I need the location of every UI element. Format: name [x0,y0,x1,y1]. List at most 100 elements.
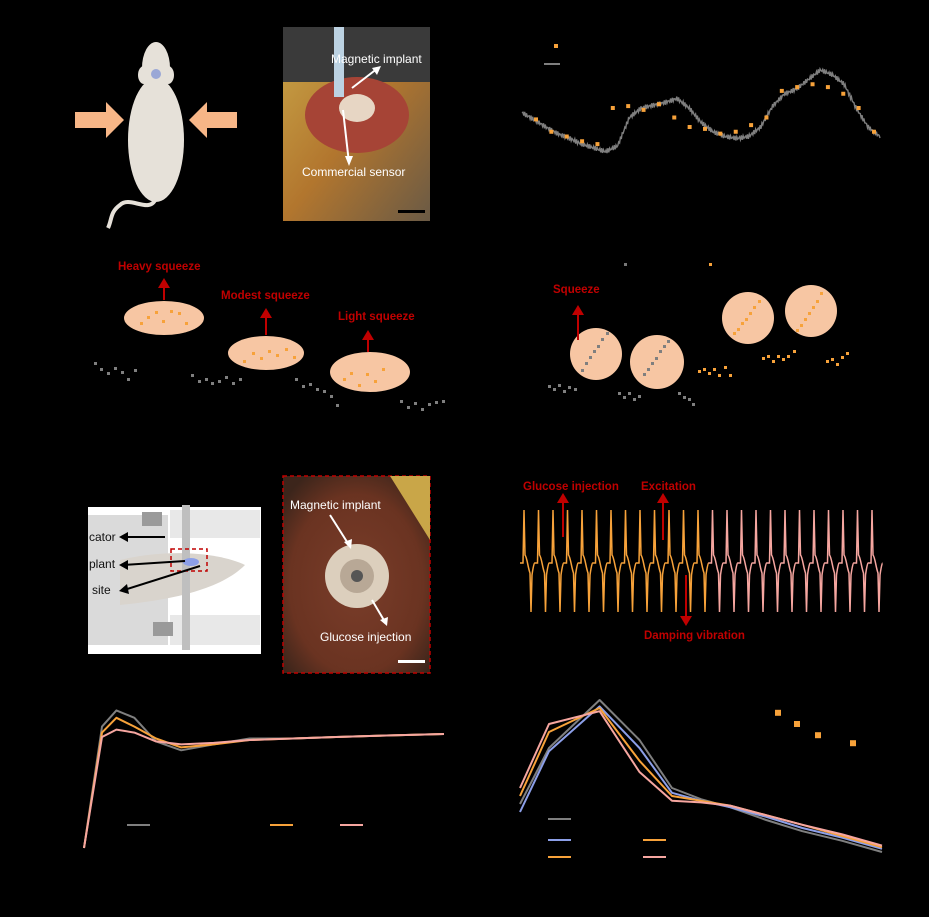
data-point-orange [610,106,615,110]
series-line-pink [83,728,445,849]
data-point-gray [302,385,305,388]
data-point-orange [708,372,711,375]
oscillation-cycle [824,509,840,613]
oscillation-cycle [592,509,608,613]
data-point-orange [779,88,784,93]
data-point-orange [795,85,800,90]
label-excitation: Excitation [641,481,696,493]
squeeze-arrow-left [75,102,124,138]
data-point-gray [628,392,631,395]
label-modest-squeeze: Modest squeeze [221,290,310,302]
data-point-orange [382,368,385,371]
data-point-gray [198,380,201,383]
data-point-orange [793,350,796,353]
oscillation-cycle [650,509,666,613]
data-point-orange [374,380,377,383]
data-point-orange [810,82,815,87]
data-point-orange [836,363,839,366]
squeeze-panel-c: Heavy squeeze Modest squeeze Light squee… [94,261,445,411]
label-heavy-squeeze: Heavy squeeze [118,261,200,273]
data-point-gray [400,400,403,403]
rat-tail [106,197,158,229]
squeeze-blob-heavy [124,301,204,335]
oscillation-cycle [795,509,811,613]
photo-e-label-glucose-injection: Glucose injection [320,630,411,644]
data-point-gray [442,400,445,403]
marker-square-orange [775,709,781,716]
data-point-orange [846,352,849,355]
data-point-orange [816,300,819,303]
data-point-orange [713,368,716,371]
data-point-gray [225,376,228,379]
schematic-panel-e: cator plant site [88,505,261,654]
series-line-pink [519,710,883,847]
data-point-gray [688,398,691,401]
data-point-orange [703,126,707,131]
data-point-gray [655,357,658,360]
data-point-orange [733,332,736,335]
data-point-gray [239,378,242,381]
data-point-orange [820,292,823,295]
data-point-orange [358,384,361,387]
squeeze-blob-modest [228,336,304,370]
data-point-gray [414,402,417,405]
data-point-orange [745,318,748,321]
data-point-gray [428,403,431,406]
data-point-gray [553,388,556,391]
oscillation-cycle [549,509,565,613]
data-point-orange [826,360,829,363]
data-point-gray [589,356,592,359]
data-point-gray [336,404,339,407]
data-point-gray [100,368,103,371]
data-point-orange [243,360,246,363]
data-point-gray [134,369,137,372]
data-point-orange [753,306,756,309]
data-point-orange [178,312,181,315]
data-point-gray [316,388,319,391]
squeeze-arrow-right [189,102,237,138]
data-point-orange [856,106,861,110]
data-point-orange [767,355,770,358]
data-point-orange [534,117,538,122]
squeeze-circle-4 [785,285,837,337]
data-point-orange [155,311,158,314]
oscillation-cycle [563,509,579,613]
label-damping-vibration: Damping vibration [644,630,745,642]
data-point-orange [777,355,780,358]
data-point-gray [218,380,221,383]
data-point-gray [597,345,600,348]
squeeze-panel-d: Squeeze [548,263,849,406]
data-point-orange [749,123,754,128]
data-point-gray [574,388,577,391]
data-point-gray [667,340,670,343]
oscillation-cycle [868,509,884,613]
oscillation-cycle [578,509,594,613]
chart-bottom-left [83,709,445,849]
rat-ear-right [162,66,174,84]
label-light-squeeze: Light squeeze [338,311,415,323]
legend-marker-orange [554,44,558,48]
data-point-gray [581,369,584,372]
data-point-orange [703,368,706,371]
data-point-orange [796,329,799,332]
data-point-orange [729,374,732,377]
data-point-gray [563,390,566,393]
surgical-photo-e: Magnetic implant Glucose injection [282,475,431,674]
oscillation-cycle [636,509,652,613]
marker-square-orange [850,740,856,747]
data-point-gray [568,386,571,389]
oscillation-panel-f: Glucose injection Excitation Damping vib… [520,481,884,642]
oscillation-cycle [810,509,826,613]
marker-square-orange [794,721,800,727]
series-line-blue [519,705,883,850]
surgical-photo-a: Magnetic implant Commercial sensor [283,27,430,221]
oscillation-cycle [781,509,797,613]
data-point-orange [698,370,701,373]
squeeze-blob-light [330,352,410,392]
data-point-orange [733,129,738,134]
data-point-gray [435,401,438,404]
data-point-gray [295,378,298,381]
data-point-orange [147,316,150,319]
data-point-orange [872,129,876,134]
